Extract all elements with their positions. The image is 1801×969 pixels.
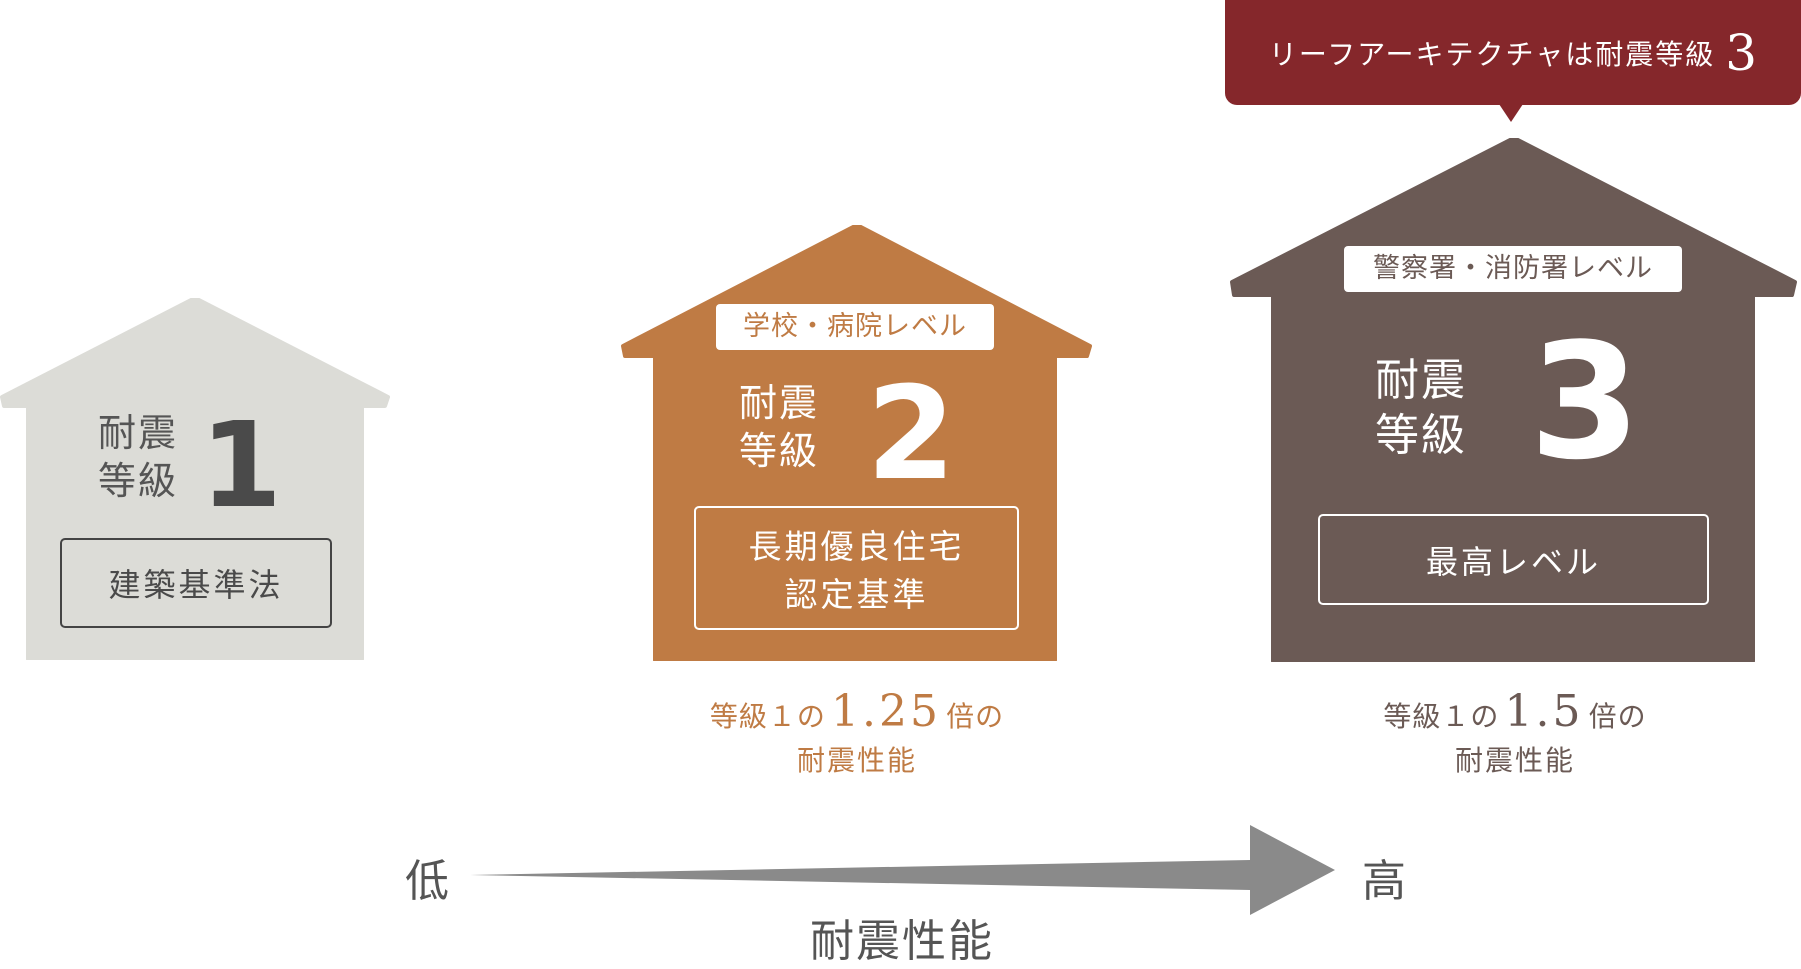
house-grade-2: 学校・病院レベル 耐震 等級 2 長期優良住宅 認定基準	[621, 225, 1092, 661]
scale-high-label: 高	[1362, 856, 1406, 907]
house-3-level-tag: 警察署・消防署レベル	[1344, 246, 1682, 292]
banner-pointer	[1499, 104, 1523, 122]
multiplier-value: 1.5	[1504, 686, 1584, 737]
house-1-title: 耐震 等級	[98, 411, 179, 503]
house-2-level-tag: 学校・病院レベル	[716, 304, 994, 350]
banner-text: リーフアーキテクチャは耐震等級	[1268, 37, 1716, 71]
house-3-number: 3	[1529, 308, 1641, 495]
house-3-box: 最高レベル	[1318, 514, 1709, 605]
grade-3-banner: リーフアーキテクチャは耐震等級 3	[1225, 0, 1801, 105]
house-2-number: 2	[866, 360, 956, 509]
house-1-number: 1	[200, 396, 283, 534]
house-grade-3: 警察署・消防署レベル 耐震 等級 3 最高レベル	[1230, 138, 1797, 662]
banner-number: 3	[1725, 23, 1758, 82]
performance-arrow	[470, 825, 1335, 915]
scale-low-label: 低	[405, 856, 449, 907]
multiplier-value: 1.25	[831, 686, 941, 737]
scale-axis-label: 耐震性能	[810, 916, 994, 967]
house-1-shape	[0, 298, 390, 660]
house-2-box: 長期優良住宅 認定基準	[694, 506, 1019, 630]
house-2-title: 耐震 等級	[739, 381, 820, 473]
house-2-caption: 等級１の 1.25 倍の 耐震性能	[709, 686, 1005, 777]
house-grade-1: 耐震 等級 1 建築基準法	[0, 298, 390, 660]
house-1-box: 建築基準法	[60, 538, 332, 628]
house-3-caption: 等級１の 1.5 倍の 耐震性能	[1383, 686, 1647, 777]
house-3-title: 耐震 等級	[1375, 355, 1467, 461]
